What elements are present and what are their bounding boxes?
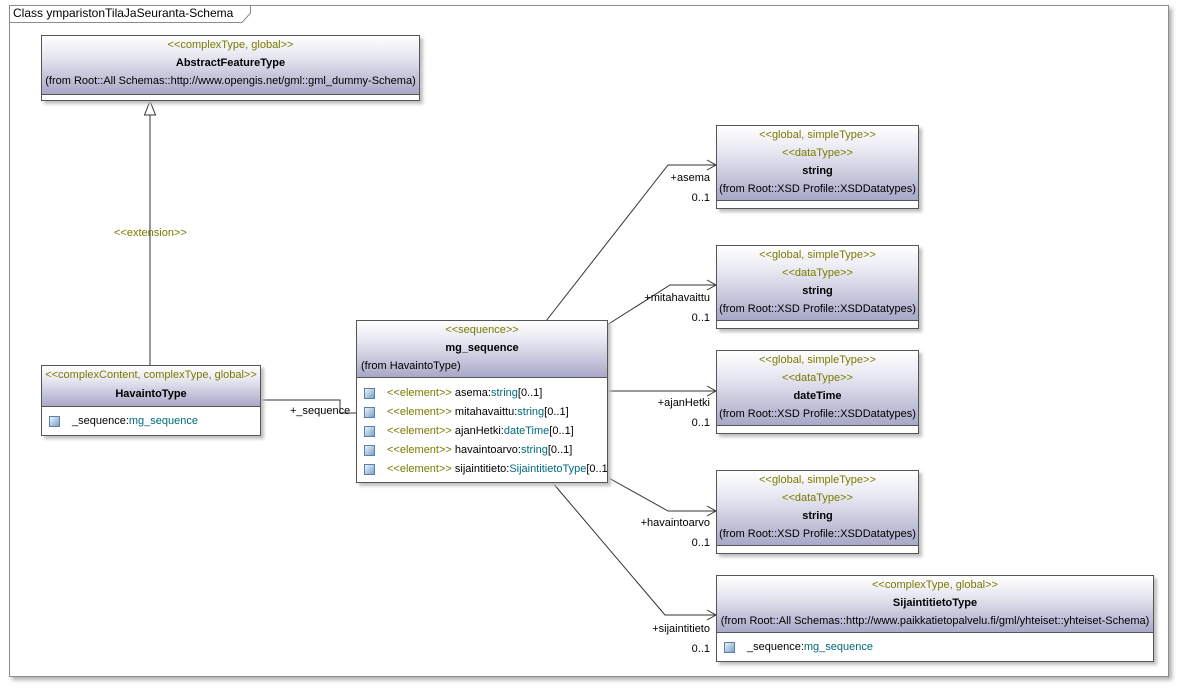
attribute-name: mitahavaittu: — [451, 406, 518, 418]
attribute-icon — [364, 388, 375, 399]
attribute-icon — [364, 445, 375, 456]
string-datatype-class-2[interactable]: <<global, simpleType>> <<dataType>> stri… — [716, 245, 919, 329]
attribute-row-havaintoarvo[interactable]: <<element>> havaintoarvo:string[0..1] — [357, 441, 607, 460]
sequence-role-label: +_sequence — [290, 405, 351, 417]
class-name: string — [802, 510, 833, 522]
havaintoarvo-link — [606, 476, 716, 512]
havaintoarvo-role-label: +havaintoarvo — [640, 517, 710, 529]
attribute-stereotype: <<element>> — [387, 463, 452, 475]
asema-role-label: +asema — [670, 172, 710, 184]
class-origin: (from Root::XSD Profile::XSDDatatypes) — [719, 528, 916, 540]
class-stereotype: <<global, simpleType>> — [759, 129, 876, 141]
attribute-icon — [49, 416, 60, 427]
attribute-row-ajanhetki[interactable]: <<element>> ajanHetki:dateTime[0..1] — [357, 422, 607, 441]
attribute-multiplicity: [0..1] — [547, 444, 573, 456]
extension-label: <<extension>> — [114, 227, 187, 239]
mitahavaittu-link — [606, 284, 716, 326]
ajanhetki-multiplicity-label: 0..1 — [691, 417, 710, 429]
attribute-name: asema: — [451, 387, 491, 399]
class-origin: (from Root::XSD Profile::XSDDatatypes) — [719, 303, 916, 315]
class-stereotype: <<global, simpleType>> — [759, 249, 876, 261]
attribute-row-sijaintitieto[interactable]: <<element>> sijaintitieto:SijaintitietoT… — [357, 460, 607, 479]
attribute-row-mitahavaittu[interactable]: <<element>> mitahavaittu:string[0..1] — [357, 403, 607, 422]
class-stereotype-secondary: <<dataType>> — [782, 492, 853, 504]
class-name: AbstractFeatureType — [175, 57, 286, 69]
attribute-stereotype: <<element>> — [387, 425, 452, 437]
attribute-stereotype: <<element>> — [387, 406, 452, 418]
attribute-icon — [364, 426, 375, 437]
class-origin: (from Root::All Schemas::http://www.paik… — [720, 615, 1150, 627]
class-stereotype-secondary: <<dataType>> — [782, 372, 853, 384]
attribute-multiplicity: [0..1] — [549, 425, 574, 437]
havainto-type-class[interactable]: <<complexContent, complexType, global>> … — [41, 365, 261, 436]
attribute-stereotype: <<element>> — [387, 444, 452, 456]
attribute-icon — [364, 464, 375, 475]
generalization-arrowhead — [143, 99, 157, 116]
attribute-row[interactable]: _sequence:mg_sequence — [42, 412, 260, 431]
class-origin: (from Root::XSD Profile::XSDDatatypes) — [719, 408, 916, 420]
class-name: dateTime — [793, 390, 842, 402]
abstract-feature-type-class[interactable]: <<complexType, global>> AbstractFeatureT… — [41, 35, 420, 101]
class-stereotype-secondary: <<dataType>> — [782, 267, 853, 279]
attribute-multiplicity: [0..1] — [544, 406, 569, 418]
asema-multiplicity-label: 0..1 — [691, 192, 710, 204]
attribute-type: string — [517, 406, 545, 418]
class-name: string — [802, 165, 833, 177]
sijaintitieto-role-label: +sijaintitieto — [652, 623, 710, 635]
frame-tab-outline — [9, 5, 251, 23]
class-origin: (from HavaintoType) — [361, 360, 461, 372]
attribute-stereotype: <<element>> — [387, 387, 452, 399]
class-name: mg_sequence — [445, 342, 519, 354]
attribute-row[interactable]: _sequence:mg_sequence — [717, 638, 1153, 657]
ajanhetki-role-label: +ajanHetki — [657, 397, 710, 409]
sijaintitieto-multiplicity-label: 0..1 — [691, 643, 710, 655]
mitahavaittu-role-label: +mitahavaittu — [644, 292, 710, 304]
string-datatype-class-1[interactable]: <<global, simpleType>> <<dataType>> stri… — [716, 125, 919, 209]
class-name: HavaintoType — [115, 388, 187, 400]
attribute-name: ajanHetki: — [451, 425, 504, 437]
havaintoarvo-multiplicity-label: 0..1 — [691, 537, 710, 549]
asema-link — [545, 164, 716, 322]
class-stereotype: <<global, simpleType>> — [759, 474, 876, 486]
attribute-multiplicity: [0..1] — [517, 387, 543, 399]
attribute-name: havaintoarvo: — [451, 444, 521, 456]
string-datatype-class-3[interactable]: <<global, simpleType>> <<dataType>> stri… — [716, 470, 919, 554]
attribute-multiplicity: [0..1] — [586, 463, 607, 475]
attribute-icon — [364, 407, 375, 418]
class-origin: (from Root::XSD Profile::XSDDatatypes) — [719, 183, 916, 195]
sijaintitieto-link — [551, 481, 716, 616]
attribute-name: sijaintitieto: — [451, 463, 510, 475]
class-stereotype: <<complexType, global>> — [167, 39, 294, 51]
attribute-type: mg_sequence — [803, 641, 873, 653]
attribute-name: _sequence: — [72, 415, 129, 427]
datetime-datatype-class[interactable]: <<global, simpleType>> <<dataType>> date… — [716, 350, 919, 434]
mg-sequence-class[interactable]: <<sequence>> mg_sequence (from HavaintoT… — [356, 320, 608, 483]
class-stereotype: <<global, simpleType>> — [759, 354, 876, 366]
attribute-type: dateTime — [503, 425, 550, 437]
sequence-link — [260, 399, 356, 414]
class-stereotype: <<complexContent, complexType, global>> — [45, 369, 257, 381]
attribute-name: _sequence: — [747, 641, 804, 653]
attribute-icon — [724, 642, 735, 653]
diagram-title: Class ymparistonTilaJaSeuranta-Schema — [13, 6, 234, 20]
sijaintitieto-type-class[interactable]: <<complexType, global>> SijaintitietoTyp… — [716, 575, 1154, 662]
class-stereotype: <<complexType, global>> — [872, 579, 998, 591]
class-name: string — [802, 285, 833, 297]
class-stereotype: <<sequence>> — [445, 324, 519, 336]
attribute-row-asema[interactable]: <<element>> asema:string[0..1] — [357, 384, 607, 403]
attribute-type: SijaintitietoType — [509, 463, 587, 475]
attribute-type: string — [520, 444, 548, 456]
attribute-type: string — [490, 387, 518, 399]
mitahavaittu-multiplicity-label: 0..1 — [691, 312, 710, 324]
class-name: SijaintitietoType — [892, 597, 978, 609]
class-stereotype-secondary: <<dataType>> — [782, 147, 853, 159]
class-origin: (from Root::All Schemas::http://www.open… — [45, 75, 416, 87]
attribute-type: mg_sequence — [128, 415, 198, 427]
